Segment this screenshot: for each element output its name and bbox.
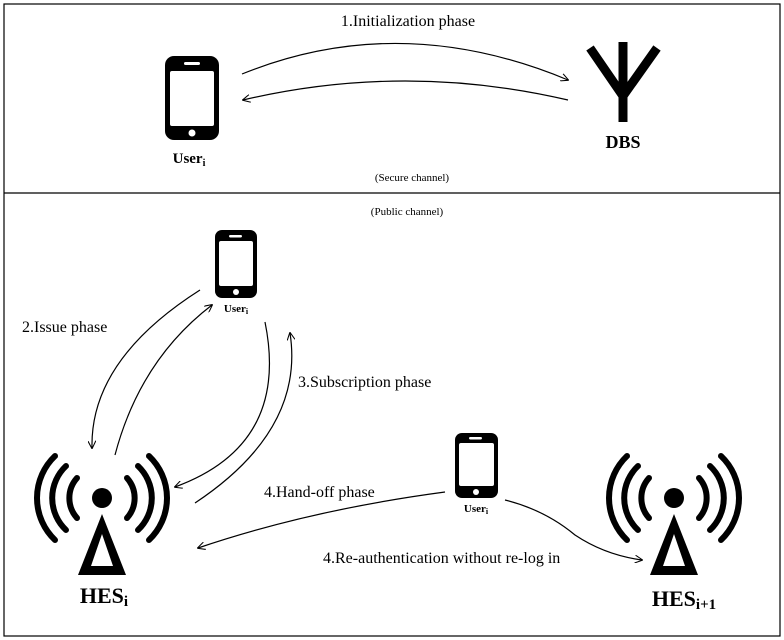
issue-phase-label: 2.Issue phase — [22, 319, 107, 336]
init-arrow-to-user — [243, 80, 569, 100]
hes-i1-label: HESi+1 — [652, 586, 716, 613]
user-right-node: Useri — [455, 433, 498, 516]
handoff-arrow — [198, 491, 446, 548]
subscription-arrow-to-hes — [175, 321, 271, 487]
issue-arrow-to-user — [114, 305, 212, 456]
outer-frame — [3, 3, 781, 637]
subscription-phase-label: 3.Subscription phase — [298, 374, 431, 391]
hes-i-label: HESi — [80, 583, 128, 610]
hes-i1-node: HESi+1 — [606, 453, 742, 613]
secure-channel-label: (Secure channel) — [375, 172, 450, 184]
radio-tower-icon — [606, 453, 742, 575]
radio-tower-icon — [34, 453, 170, 575]
init-arrow-to-dbs — [241, 42, 568, 80]
handoff-phase-label: 4.Hand-off phase — [264, 484, 375, 501]
dbs-label: DBS — [605, 132, 640, 152]
antenna-icon — [586, 42, 661, 122]
smartphone-icon — [165, 56, 219, 140]
user-top-label: Useri — [173, 151, 206, 169]
user-middle-node: Useri — [215, 230, 257, 316]
user-right-label: Useri — [464, 503, 489, 516]
smartphone-icon — [455, 433, 498, 498]
user-middle-label: Useri — [224, 303, 249, 316]
user-top-node: Useri — [165, 56, 219, 169]
reauth-phase-label: 4.Re-authentication without re-log in — [323, 550, 560, 567]
reauth-arrow — [504, 499, 642, 560]
public-channel-label: (Public channel) — [371, 206, 444, 218]
initialization-phase-label: 1.Initialization phase — [341, 13, 475, 30]
smartphone-icon — [215, 230, 257, 298]
subscription-arrow-to-user — [194, 333, 292, 504]
hes-i-node: HESi — [34, 453, 170, 610]
issue-arrow-to-hes — [92, 289, 201, 448]
dbs-node: DBS — [586, 42, 661, 152]
